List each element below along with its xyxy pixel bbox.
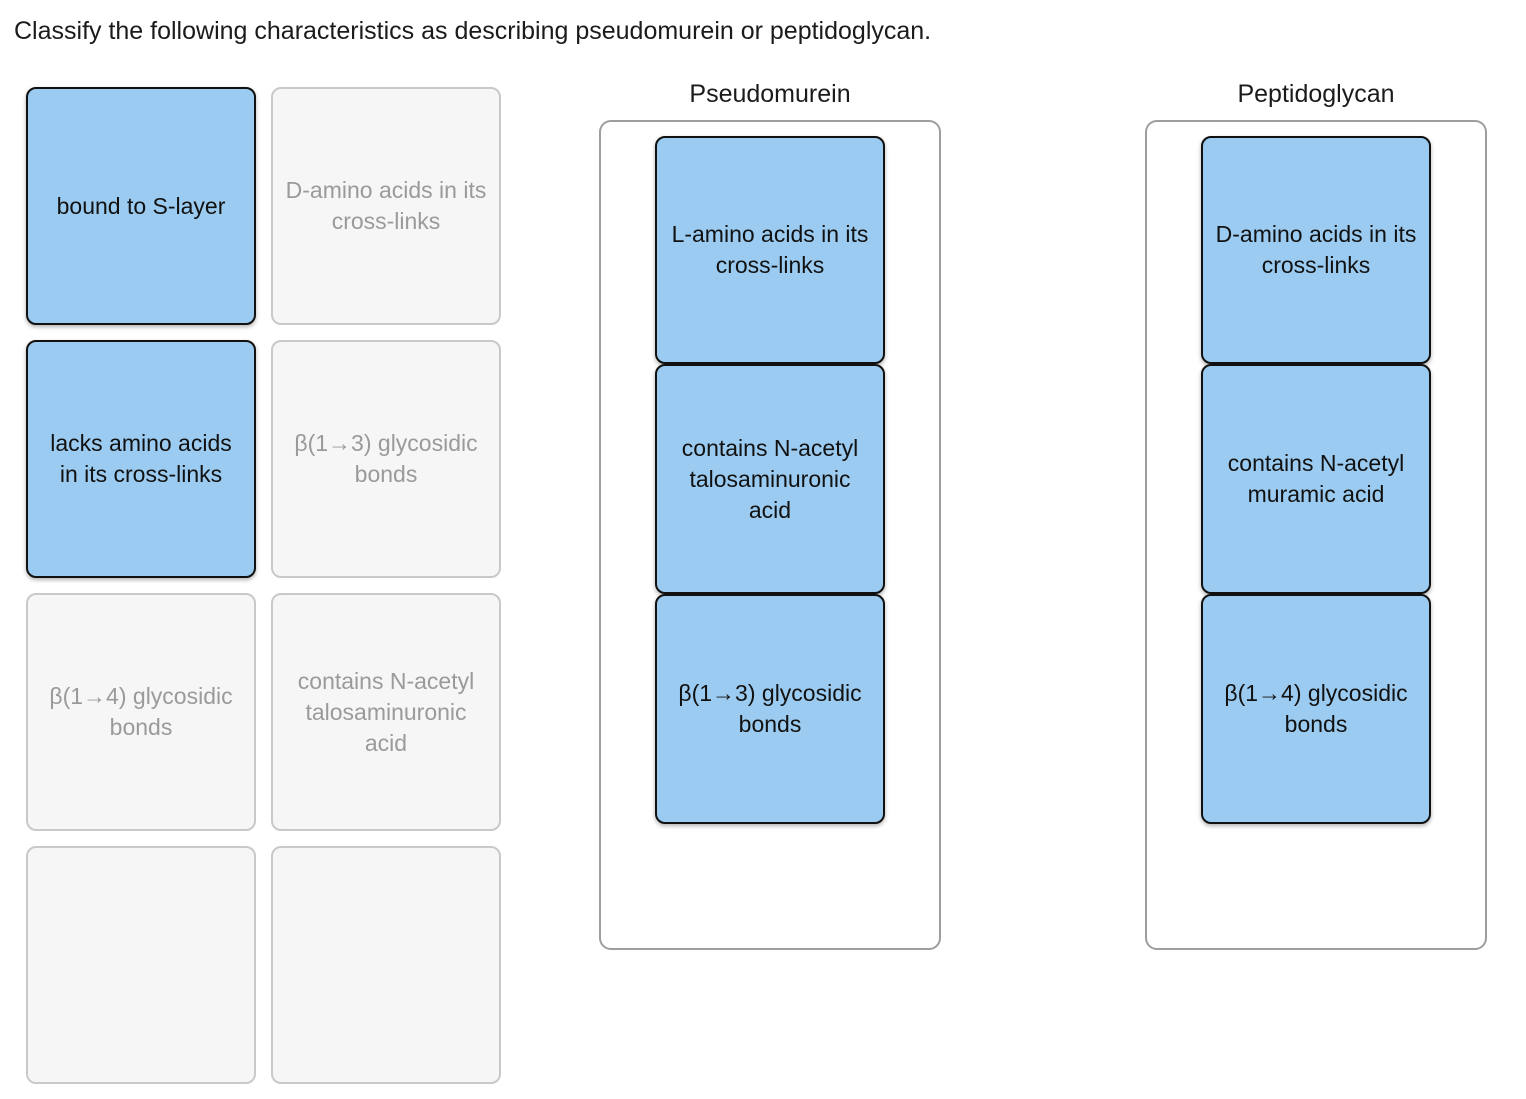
drop-column-peptidoglycan: Peptidoglycan D-amino acids in its cross… xyxy=(1145,78,1487,950)
placed-tile-d-amino-acids[interactable]: D-amino acids in its cross-links xyxy=(1201,136,1431,364)
placed-tile-n-acetyl-muramic-acid[interactable]: contains N-acetyl muramic acid xyxy=(1201,364,1431,594)
answer-tile-row4-left[interactable] xyxy=(26,846,256,1084)
answer-tile-bound-to-s-layer[interactable]: bound to S-layer xyxy=(26,87,256,325)
answer-tile-d-amino-acids[interactable]: D-amino acids in its cross-links xyxy=(271,87,501,325)
drop-zone-peptidoglycan[interactable]: D-amino acids in its cross-links contain… xyxy=(1145,120,1487,950)
answer-tile-beta-1-3-glycosidic[interactable]: β(1→3) glycosidic bonds xyxy=(271,340,501,578)
column-header-pseudomurein: Pseudomurein xyxy=(689,80,851,108)
answer-bank: bound to S-layer D-amino acids in its cr… xyxy=(26,87,502,1099)
placed-tile-beta-1-3-glycosidic[interactable]: β(1→3) glycosidic bonds xyxy=(655,594,885,824)
answer-tile-row4-right[interactable] xyxy=(271,846,501,1084)
answer-bank-row: bound to S-layer D-amino acids in its cr… xyxy=(26,87,502,325)
answer-bank-row: lacks amino acids in its cross-links β(1… xyxy=(26,340,502,578)
answer-tile-beta-1-4-glycosidic[interactable]: β(1→4) glycosidic bonds xyxy=(26,593,256,831)
placed-tile-beta-1-4-glycosidic[interactable]: β(1→4) glycosidic bonds xyxy=(1201,594,1431,824)
column-header-peptidoglycan: Peptidoglycan xyxy=(1237,80,1395,108)
placed-tile-n-acetyl-talosaminuronic-acid[interactable]: contains N-acetyl talosaminuronic acid xyxy=(655,364,885,594)
drop-column-pseudomurein: Pseudomurein L-amino acids in its cross-… xyxy=(599,78,941,950)
answer-bank-row xyxy=(26,846,502,1084)
drop-zone-pseudomurein[interactable]: L-amino acids in its cross-links contain… xyxy=(599,120,941,950)
answer-tile-lacks-amino-acids[interactable]: lacks amino acids in its cross-links xyxy=(26,340,256,578)
page-title: Classify the following characteristics a… xyxy=(14,17,932,45)
placed-tile-l-amino-acids[interactable]: L-amino acids in its cross-links xyxy=(655,136,885,364)
answer-tile-n-acetyl-talosaminuronic-acid[interactable]: contains N-acetyl talosaminuronic acid xyxy=(271,593,501,831)
answer-bank-row: β(1→4) glycosidic bonds contains N-acety… xyxy=(26,593,502,831)
